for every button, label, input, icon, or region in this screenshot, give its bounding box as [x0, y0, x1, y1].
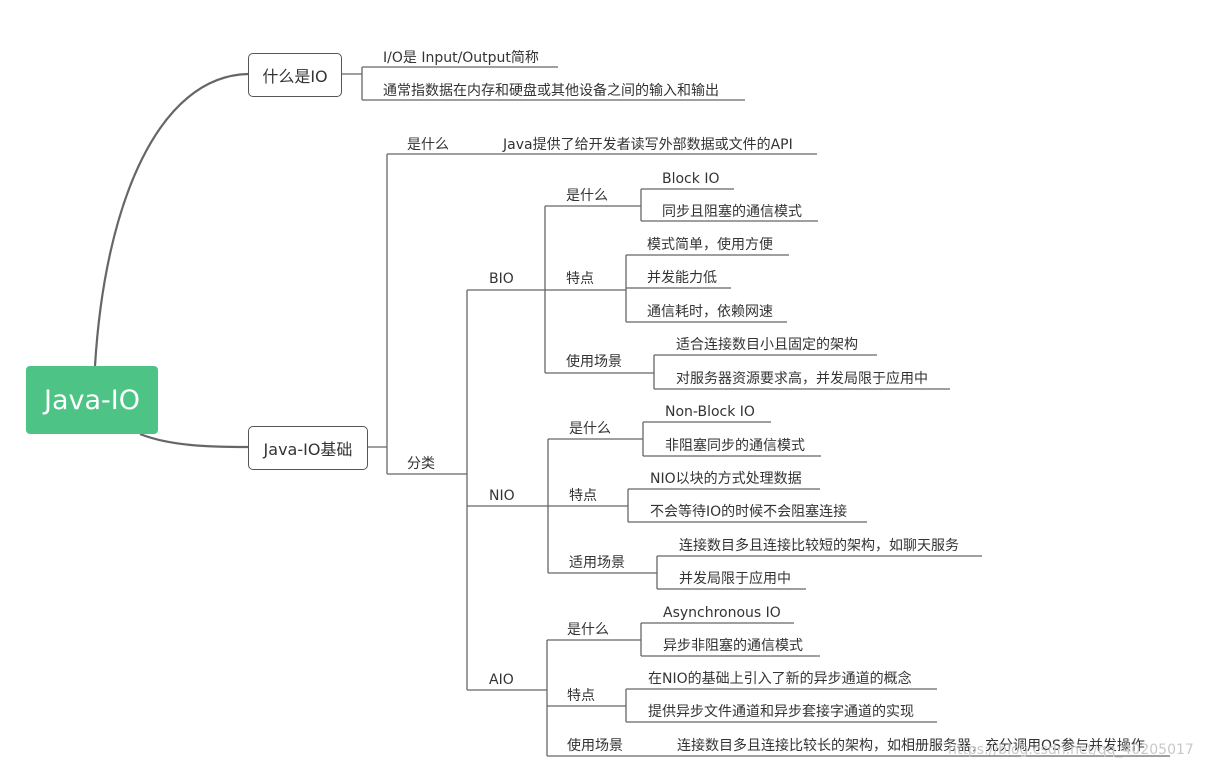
basics-what-label[interactable]: 是什么	[407, 137, 449, 153]
aio-what-item[interactable]: 异步非阻塞的通信模式	[663, 638, 803, 654]
nio-what-item[interactable]: Non-Block IO	[665, 404, 755, 420]
topic-what-is-io[interactable]: 什么是IO	[248, 53, 342, 97]
aio-feature-item[interactable]: 提供异步文件通道和异步套接字通道的实现	[648, 704, 914, 720]
aio-usage-item[interactable]: 连接数目多且连接比较长的架构，如相册服务器，充分调用OS参与并发操作	[677, 738, 1145, 754]
bio-feature-item[interactable]: 模式简单，使用方便	[647, 237, 773, 253]
aio-usage-label[interactable]: 使用场景	[567, 738, 623, 754]
io-definition[interactable]: I/O是 Input/Output简称	[383, 50, 539, 66]
bio-what-item[interactable]: Block IO	[662, 171, 720, 187]
watermark: https://blog.csdn.net/qq_40205017	[948, 742, 1194, 758]
basics-what-value[interactable]: Java提供了给开发者读写外部数据或文件的API	[503, 137, 793, 153]
nio-feature-item[interactable]: 不会等待IO的时候不会阻塞连接	[650, 504, 848, 520]
aio-feature-item[interactable]: 在NIO的基础上引入了新的异步通道的概念	[648, 671, 912, 687]
bio-feature-item[interactable]: 并发能力低	[647, 270, 717, 286]
nio-feature-label[interactable]: 特点	[569, 488, 597, 504]
nio-usage-item[interactable]: 并发局限于应用中	[679, 571, 791, 587]
nio-what-label[interactable]: 是什么	[569, 421, 611, 437]
bio-label[interactable]: BIO	[489, 271, 514, 287]
category-label[interactable]: 分类	[407, 456, 435, 472]
bio-usage-item[interactable]: 对服务器资源要求高，并发局限于应用中	[676, 371, 928, 387]
aio-what-label[interactable]: 是什么	[567, 622, 609, 638]
aio-what-item[interactable]: Asynchronous IO	[663, 605, 781, 621]
io-description[interactable]: 通常指数据在内存和硬盘或其他设备之间的输入和输出	[383, 83, 719, 99]
nio-usage-item[interactable]: 连接数目多且连接比较短的架构，如聊天服务	[679, 538, 959, 554]
bio-what-item[interactable]: 同步且阻塞的通信模式	[662, 204, 802, 220]
root-topic[interactable]: Java-IO	[26, 366, 158, 434]
nio-label[interactable]: NIO	[489, 488, 515, 504]
aio-feature-label[interactable]: 特点	[567, 688, 595, 704]
nio-what-item[interactable]: 非阻塞同步的通信模式	[665, 438, 805, 454]
aio-label[interactable]: AIO	[489, 672, 514, 688]
bio-what-label[interactable]: 是什么	[566, 188, 608, 204]
nio-feature-item[interactable]: NIO以块的方式处理数据	[650, 471, 802, 487]
bio-feature-item[interactable]: 通信耗时，依赖网速	[647, 304, 773, 320]
bio-usage-label[interactable]: 使用场景	[566, 354, 622, 370]
topic-java-io-basics[interactable]: Java-IO基础	[248, 426, 368, 470]
nio-usage-label[interactable]: 适用场景	[569, 555, 625, 571]
bio-usage-item[interactable]: 适合连接数目小且固定的架构	[676, 337, 858, 353]
bio-feature-label[interactable]: 特点	[566, 271, 594, 287]
